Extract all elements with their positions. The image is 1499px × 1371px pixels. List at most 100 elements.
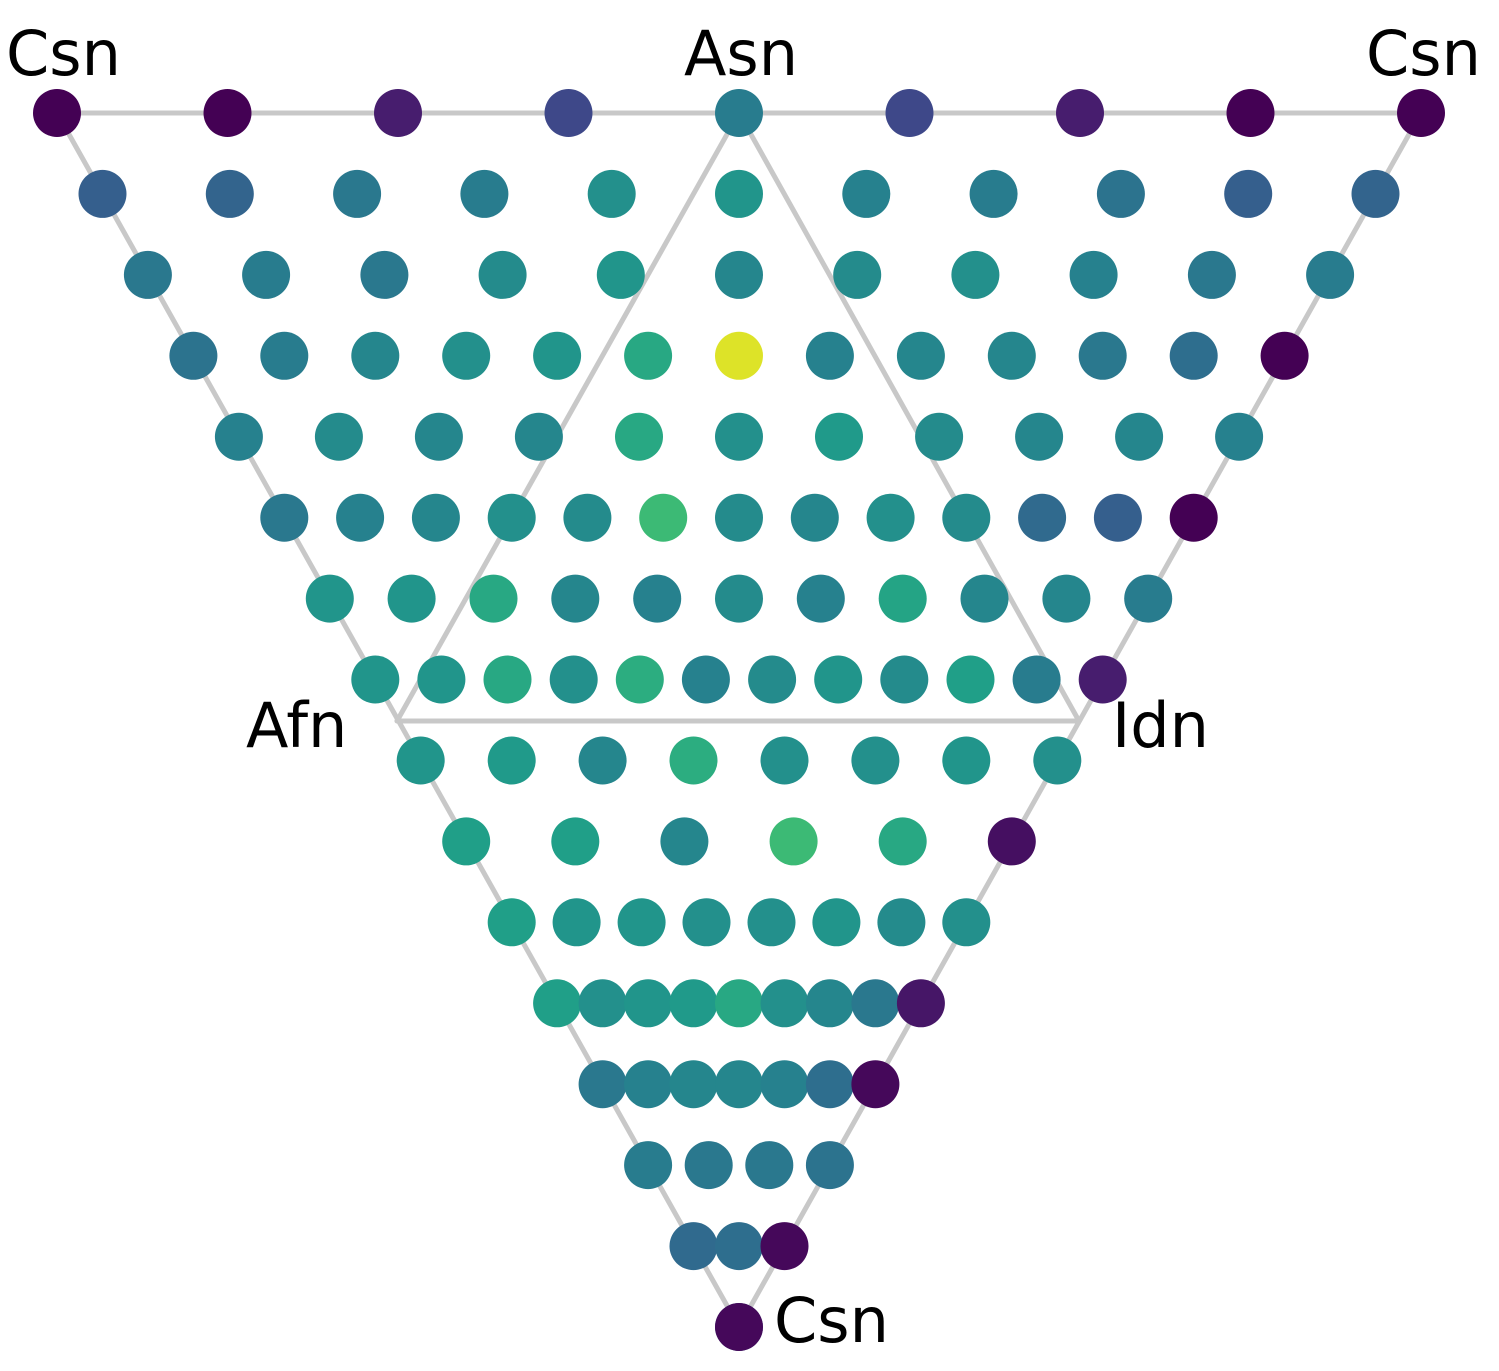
grid-node (1078, 331, 1127, 380)
grid-node (633, 574, 682, 623)
grid-node (851, 979, 900, 1028)
grid-node (205, 169, 254, 218)
grid-node (487, 898, 536, 947)
grid-node (551, 817, 600, 866)
grid-node (885, 89, 934, 137)
grid-node (877, 898, 926, 947)
grid-node (878, 574, 927, 623)
grid-node (260, 493, 309, 542)
grid-node (333, 169, 382, 218)
grid-node (169, 331, 218, 380)
node-layer (33, 89, 1445, 1351)
grid-node (242, 250, 291, 299)
grid-node (660, 817, 709, 866)
grid-node (812, 898, 861, 947)
grid-node (396, 736, 445, 785)
grid-node (1056, 89, 1104, 137)
grid-node (1069, 250, 1118, 299)
grid-node (305, 574, 354, 623)
grid-node (1397, 89, 1445, 137)
grid-node (760, 1222, 809, 1271)
grid-node (715, 1222, 763, 1271)
grid-node (1224, 169, 1273, 218)
grid-node (815, 412, 863, 461)
grid-node (478, 250, 527, 299)
grid-node (549, 655, 598, 704)
grid-node (747, 898, 796, 947)
grid-node (942, 736, 991, 785)
grid-node (552, 898, 601, 947)
grid-node (715, 574, 763, 623)
grid-node (814, 655, 863, 704)
grid-node (563, 493, 612, 542)
grid-node (987, 817, 1036, 866)
grid-node (715, 331, 763, 380)
grid-node (483, 655, 532, 704)
edge-inner-right (736, 110, 1082, 724)
grid-node (78, 169, 127, 218)
grid-node (851, 1060, 900, 1109)
grid-node (533, 331, 582, 380)
label-middle-right: Idn (1112, 689, 1209, 762)
grid-node (1115, 412, 1164, 461)
label-middle-left: Afn (246, 689, 347, 762)
grid-node (624, 331, 673, 380)
grid-node (617, 898, 666, 947)
grid-node (578, 736, 627, 785)
grid-node (896, 979, 945, 1028)
grid-node (214, 412, 263, 461)
grid-node (336, 493, 385, 542)
grid-node (615, 655, 664, 704)
grid-node (314, 412, 363, 461)
grid-node (866, 493, 915, 542)
grid-node (715, 1060, 763, 1109)
grid-node (760, 736, 809, 785)
grid-node (715, 250, 763, 299)
grid-node (417, 655, 466, 704)
grid-node (1093, 493, 1142, 542)
grid-node (1306, 250, 1355, 299)
grid-node (805, 1060, 854, 1109)
grid-node (669, 1060, 718, 1109)
grid-node (624, 1141, 673, 1190)
grid-node (1096, 169, 1145, 218)
grid-node (442, 331, 491, 380)
grid-node (460, 169, 509, 218)
grid-node (960, 574, 1009, 623)
grid-node (896, 331, 945, 380)
grid-node (33, 89, 81, 137)
grid-node (969, 169, 1018, 218)
grid-node (669, 736, 718, 785)
grid-node (469, 574, 518, 623)
grid-node (833, 250, 882, 299)
grid-node (715, 89, 763, 137)
grid-node (1169, 493, 1218, 542)
grid-node (596, 250, 645, 299)
edge-inner-left (394, 110, 742, 724)
vertex-labels: Csn Asn Csn Afn Idn Csn (6, 17, 1481, 1357)
grid-node (715, 493, 763, 542)
grid-node (260, 331, 309, 380)
label-top-left: Csn (6, 17, 121, 90)
grid-node (1226, 89, 1275, 137)
grid-node (748, 655, 797, 704)
grid-node (1187, 250, 1236, 299)
grid-node (1351, 169, 1400, 218)
grid-node (684, 1141, 733, 1190)
grid-node (551, 574, 600, 623)
grid-node (1012, 655, 1061, 704)
grid-node (682, 898, 731, 947)
label-bottom: Csn (774, 1284, 889, 1357)
grid-node (715, 412, 763, 461)
label-top-middle: Asn (684, 17, 798, 90)
grid-node (487, 736, 536, 785)
triangle-edges (54, 110, 1424, 1330)
grid-node (878, 817, 927, 866)
grid-node (805, 1141, 854, 1190)
grid-node (533, 979, 582, 1028)
grid-node (1042, 574, 1091, 623)
grid-node (1078, 655, 1127, 704)
grid-node (951, 250, 1000, 299)
grid-node (351, 331, 400, 380)
